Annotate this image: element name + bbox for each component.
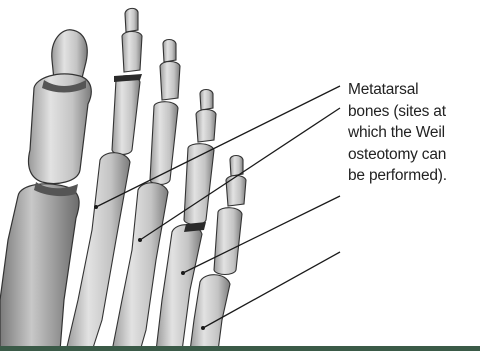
annotation-line-3: which the Weil: [348, 122, 480, 144]
annotation-line-4: osteotomy can: [348, 144, 480, 166]
leader-endpoint-fifth: [201, 326, 205, 330]
annotation-line-5: be performed).: [348, 165, 480, 187]
second-distal-phalanx: [125, 8, 138, 32]
hallux-distal-phalanx: [52, 30, 87, 80]
third-proximal-phalanx: [150, 102, 178, 185]
leader-endpoint-third: [138, 238, 142, 242]
leader-endpoint-second: [94, 205, 98, 209]
fifth-metatarsal: [190, 275, 230, 351]
second-proximal-phalanx: [112, 76, 140, 155]
fifth-proximal-phalanx: [214, 208, 242, 275]
third-middle-phalanx: [160, 62, 180, 101]
leader-endpoint-fourth: [181, 271, 185, 275]
annotation-line-2: bones (sites at: [348, 101, 480, 123]
third-distal-phalanx: [163, 40, 176, 63]
fourth-middle-phalanx: [196, 110, 216, 143]
annotation-line-1: Metatarsal: [348, 79, 480, 101]
metatarsal-annotation: Metatarsal bones (sites at which the Wei…: [348, 79, 480, 187]
fourth-distal-phalanx: [200, 90, 213, 111]
first-metatarsal: [0, 184, 79, 351]
bottom-rule: [0, 346, 480, 351]
fifth-middle-phalanx: [226, 176, 246, 207]
second-middle-phalanx: [122, 32, 142, 73]
